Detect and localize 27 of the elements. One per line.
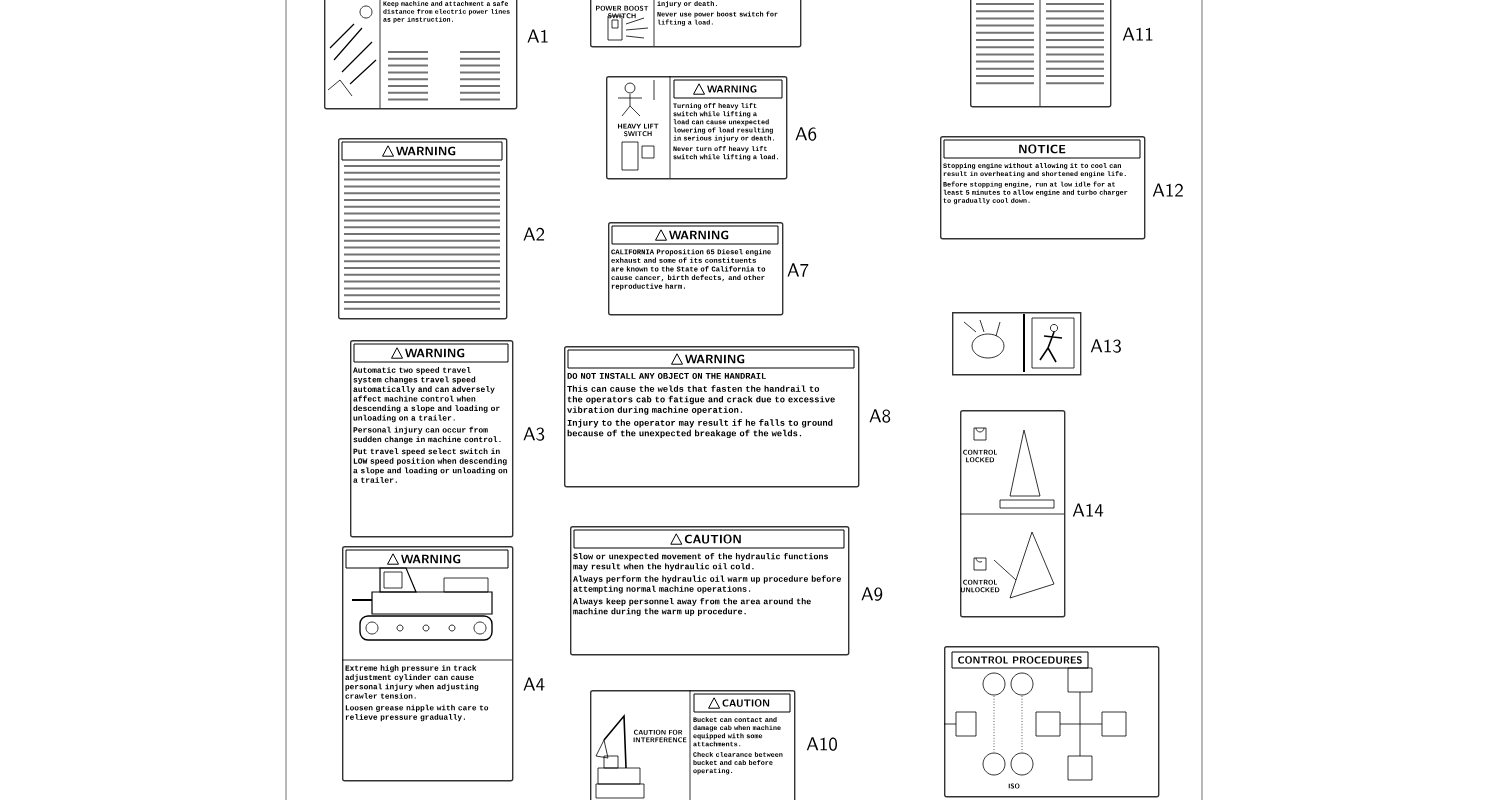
callout-label: A12 <box>1152 183 1183 197</box>
callout-label: A2 <box>523 227 545 241</box>
callout-label: A13 <box>1090 339 1121 353</box>
warning-decal <box>940 136 1146 240</box>
pictogram-decal <box>952 312 1082 376</box>
warning-decal <box>606 75 788 180</box>
warning-decal <box>350 340 514 538</box>
callout-label: A4 <box>523 677 545 691</box>
warning-decal <box>338 138 508 320</box>
callout-label: A6 <box>795 127 817 141</box>
warning-decal <box>570 526 850 656</box>
warning-decal <box>564 346 860 488</box>
callout-label: A14 <box>1072 503 1104 517</box>
callout-label: A7 <box>787 263 809 277</box>
warning-decal <box>590 0 802 48</box>
warning-decal <box>959 410 1066 618</box>
callout-label: A10 <box>806 737 837 751</box>
warning-decal <box>943 646 1160 798</box>
warning-decal <box>590 689 796 800</box>
warning-decal <box>341 546 514 782</box>
callout-label: A8 <box>869 409 891 423</box>
warning-decal <box>324 0 518 110</box>
callout-label: A9 <box>861 587 883 601</box>
warning-decal <box>608 222 784 316</box>
callout-label: A3 <box>523 427 545 441</box>
callout-label: A11 <box>1122 27 1153 41</box>
callout-label: A1 <box>527 29 548 43</box>
